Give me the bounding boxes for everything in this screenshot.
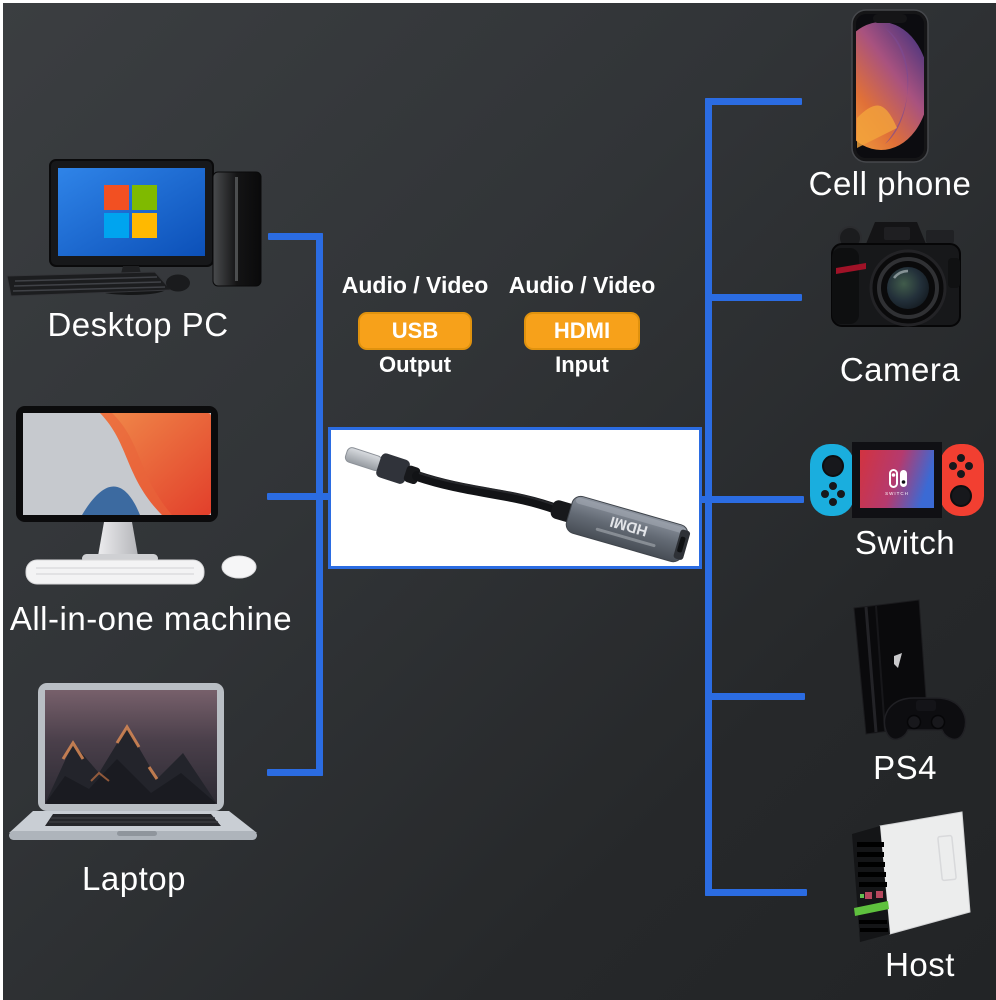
all-in-one-label: All-in-one machine [9, 600, 293, 637]
usb-output-caption: Audio / Video [341, 272, 489, 298]
capture-card-photo-frame: HDMI [328, 427, 702, 569]
connector-switch-branch [698, 496, 804, 503]
connector-phone-branch [705, 98, 802, 105]
left-border [0, 0, 3, 1000]
nintendo-switch-icon: SWITCH [810, 442, 984, 518]
camera-icon [831, 222, 961, 327]
connector-ps4-branch [705, 693, 805, 700]
connector-left-vertical [316, 233, 323, 776]
hdmi-input-badge: HDMI Input [524, 312, 640, 377]
svg-text:SWITCH: SWITCH [885, 491, 909, 496]
top-border [0, 0, 996, 3]
cell-phone-icon [851, 9, 929, 163]
cell-phone-label: Cell phone [808, 165, 972, 202]
hdmi-input-caption: Audio / Video [508, 272, 656, 298]
ps4-label: PS4 [873, 749, 937, 786]
host-label: Host [885, 946, 955, 983]
switch-label: Switch [854, 524, 956, 561]
connector-camera-branch [705, 294, 802, 301]
connector-desktop-branch [268, 233, 323, 240]
server-host-icon [852, 811, 971, 942]
ps4-icon [853, 599, 967, 741]
connector-aio-branch [267, 493, 330, 500]
usb-output-badge: USB Output [358, 312, 472, 377]
capture-card-adapter-icon: HDMI [344, 447, 691, 563]
desktop-pc-label: Desktop PC [47, 306, 229, 343]
connector-laptop-branch [267, 769, 323, 776]
all-in-one-machine-icon [16, 406, 257, 585]
laptop-label: Laptop [82, 860, 186, 897]
desktop-pc-icon [6, 159, 262, 297]
connector-host-branch [705, 889, 807, 896]
camera-label: Camera [839, 351, 961, 388]
laptop-icon [9, 683, 257, 840]
